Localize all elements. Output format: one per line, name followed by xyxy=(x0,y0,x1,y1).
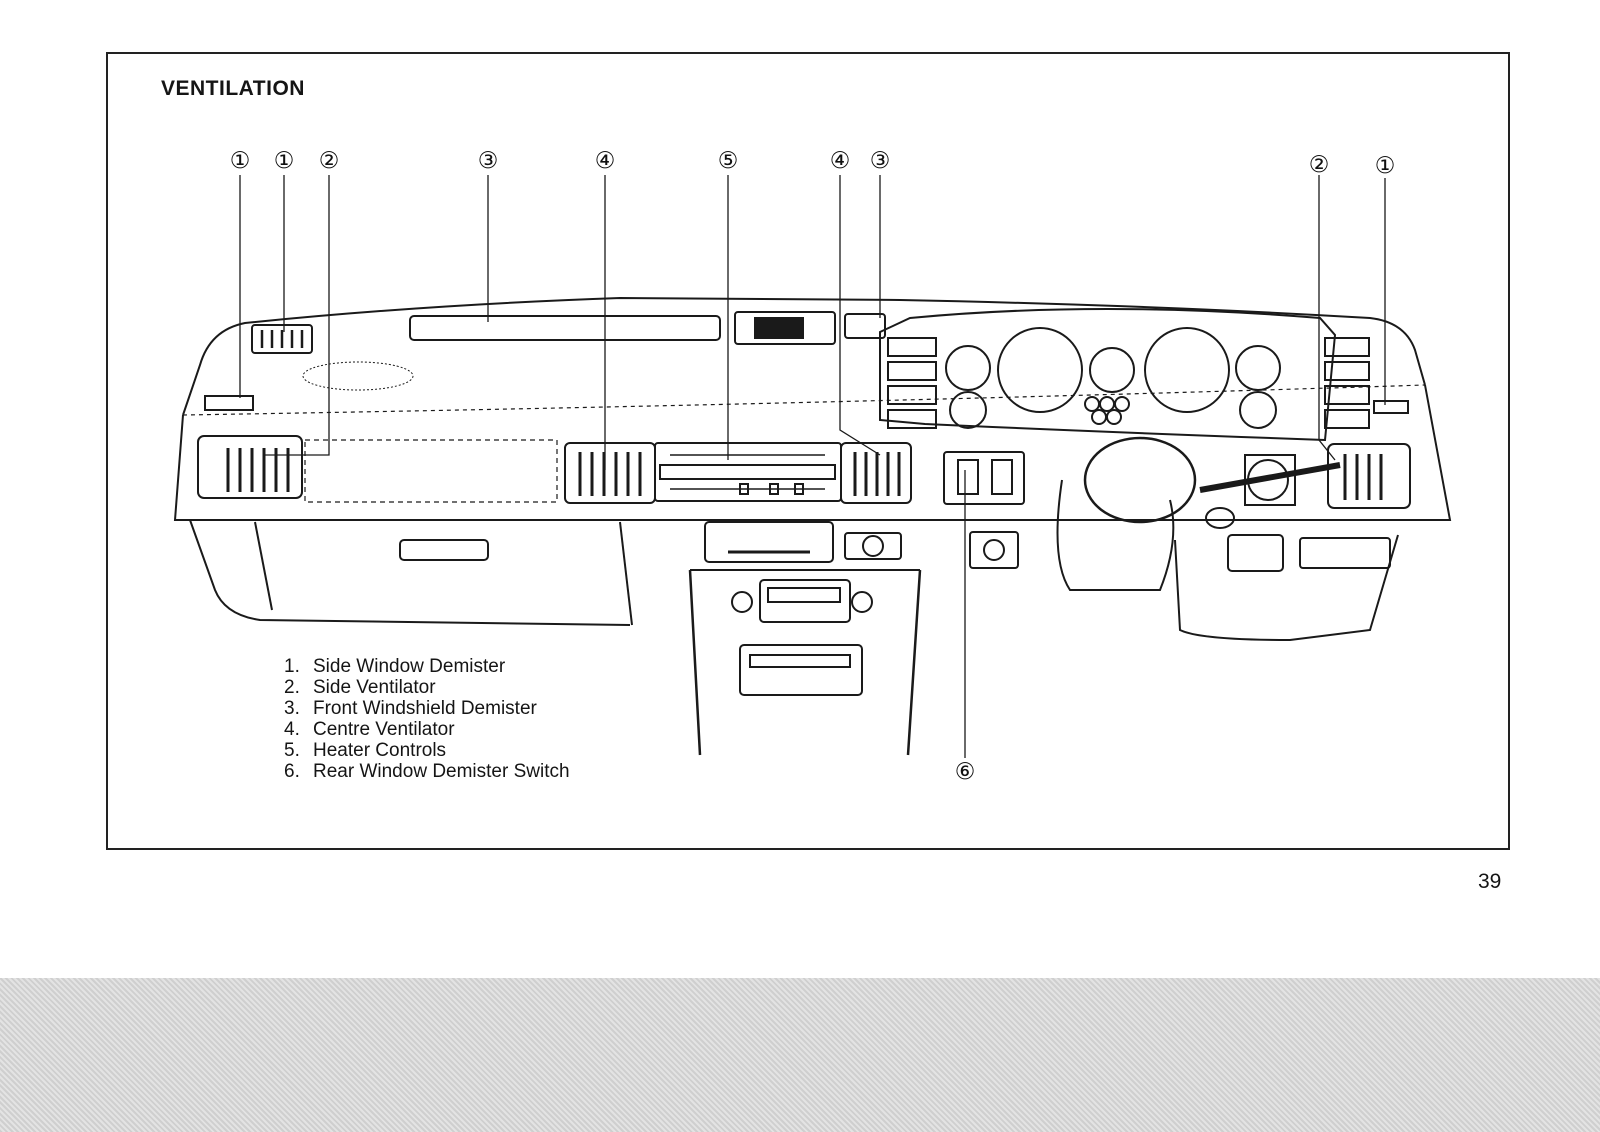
clock-display xyxy=(754,317,804,339)
gauge-small-top-left xyxy=(945,345,991,391)
legend-number: 2. xyxy=(284,677,300,698)
radio-unit xyxy=(759,579,851,623)
cigarette-lighter-panel xyxy=(844,532,902,560)
legend-number: 6. xyxy=(284,761,300,782)
air-duct-outline xyxy=(304,439,558,503)
callout-leader-lines xyxy=(239,175,1386,758)
legend-number: 5. xyxy=(284,740,300,761)
clock-panel xyxy=(734,311,836,345)
page-title: VENTILATION xyxy=(161,77,305,100)
heater-lever-3 xyxy=(794,483,804,495)
speaker-grille xyxy=(302,361,414,391)
auxiliary-switch xyxy=(991,459,1013,495)
gauge-small-bottom-left xyxy=(949,391,987,429)
centre-ventilator-left-louvers xyxy=(578,452,642,496)
windshield-demister-slot-right xyxy=(844,313,886,339)
side-ventilator-left xyxy=(197,435,303,499)
legend-label: Rear Window Demister Switch xyxy=(313,761,570,782)
radio-tuning-knob xyxy=(851,591,873,613)
glovebox-edge-right xyxy=(619,521,633,626)
callout-5: ⑤ xyxy=(718,148,739,174)
legend-item: 1. Side Window Demister xyxy=(284,656,570,677)
gauge-tachometer xyxy=(1144,327,1230,413)
steering-wheel-hub xyxy=(1083,436,1197,524)
callout-1-left-b: ① xyxy=(274,148,295,174)
callout-3-right: ③ xyxy=(870,148,891,174)
side-ventilator-right xyxy=(1327,443,1411,509)
callout-2-left: ② xyxy=(319,148,340,174)
instrument-cluster-hood xyxy=(879,308,1337,442)
wiper-stalk xyxy=(1199,462,1341,493)
glovebox-latch xyxy=(399,539,489,561)
heater-panel-window xyxy=(659,464,836,480)
legend-label: Side Ventilator xyxy=(313,677,436,698)
legend-item: 6. Rear Window Demister Switch xyxy=(284,761,570,782)
lower-switch-panel xyxy=(969,531,1019,569)
cluster-switches-right xyxy=(1324,337,1370,429)
centre-ventilator-right xyxy=(840,442,912,504)
dashboard-seam xyxy=(182,384,1426,416)
side-window-demister-right xyxy=(1373,400,1409,414)
lower-right-panel xyxy=(1174,534,1399,642)
gauge-speedometer xyxy=(997,327,1083,413)
legend-item: 4. Centre Ventilator xyxy=(284,719,570,740)
ashtray xyxy=(704,521,834,563)
legend-item: 5. Heater Controls xyxy=(284,740,570,761)
glovebox-edge-left xyxy=(254,521,273,611)
legend-list: 1. Side Window Demister 2. Side Ventilator… xyxy=(284,656,570,782)
column-knob xyxy=(1205,507,1235,529)
lower-switch xyxy=(983,539,1005,561)
windshield-demister-slot-left xyxy=(409,315,721,341)
callout-2-right: ② xyxy=(1309,152,1330,178)
ignition-switch xyxy=(1247,459,1289,501)
radio-display xyxy=(767,587,841,603)
console-sides xyxy=(688,569,922,756)
legend-label: Front Windshield Demister xyxy=(313,698,537,719)
hood-release-handle xyxy=(1299,537,1391,569)
callout-4-left: ④ xyxy=(595,148,616,174)
side-window-demister-left xyxy=(251,324,313,354)
legend-label: Side Window Demister xyxy=(313,656,506,677)
side-ventilator-right-louvers xyxy=(1343,454,1383,500)
steering-column xyxy=(1056,479,1175,591)
callout-1-left-a: ① xyxy=(230,148,251,174)
legend-number: 3. xyxy=(284,698,300,719)
cassette-unit xyxy=(739,644,863,696)
heater-lever-2 xyxy=(769,483,779,495)
radio-volume-knob xyxy=(731,591,753,613)
page-number: 39 xyxy=(1478,870,1502,893)
legend-label: Centre Ventilator xyxy=(313,719,455,740)
legend-number: 4. xyxy=(284,719,300,740)
dashboard-face-outline xyxy=(173,384,1452,521)
cluster-switches-left xyxy=(887,337,937,429)
page-frame xyxy=(106,52,1510,850)
side-window-demister-left-lower xyxy=(204,395,254,411)
legend-label: Heater Controls xyxy=(313,740,447,761)
gauge-small-bottom-right xyxy=(1239,391,1277,429)
gauge-small-top-right xyxy=(1235,345,1281,391)
callout-4-right: ④ xyxy=(830,148,851,174)
gauge-centre xyxy=(1089,347,1135,393)
lower-left-panel xyxy=(189,519,631,626)
legend-item: 2. Side Ventilator xyxy=(284,677,570,698)
legend-number: 1. xyxy=(284,656,300,677)
callout-3-left: ③ xyxy=(478,148,499,174)
switch-panel xyxy=(943,451,1025,505)
dashboard-top-outline xyxy=(182,296,1426,416)
warning-lamp-cluster xyxy=(1084,396,1130,425)
heater-lever-1 xyxy=(739,483,749,495)
centre-ventilator-right-louvers xyxy=(853,452,901,496)
cigarette-lighter xyxy=(862,535,884,557)
scan-shadow-band xyxy=(0,978,1600,1132)
cassette-slot xyxy=(749,654,851,668)
legend-item: 3. Front Windshield Demister xyxy=(284,698,570,719)
fuse-box-cover xyxy=(1227,534,1284,572)
callout-1-right: ① xyxy=(1375,153,1396,179)
callout-6: ⑥ xyxy=(955,759,976,785)
side-demister-louvers xyxy=(260,330,304,348)
ignition-panel xyxy=(1244,454,1296,506)
rear-window-demister-switch xyxy=(957,459,979,495)
